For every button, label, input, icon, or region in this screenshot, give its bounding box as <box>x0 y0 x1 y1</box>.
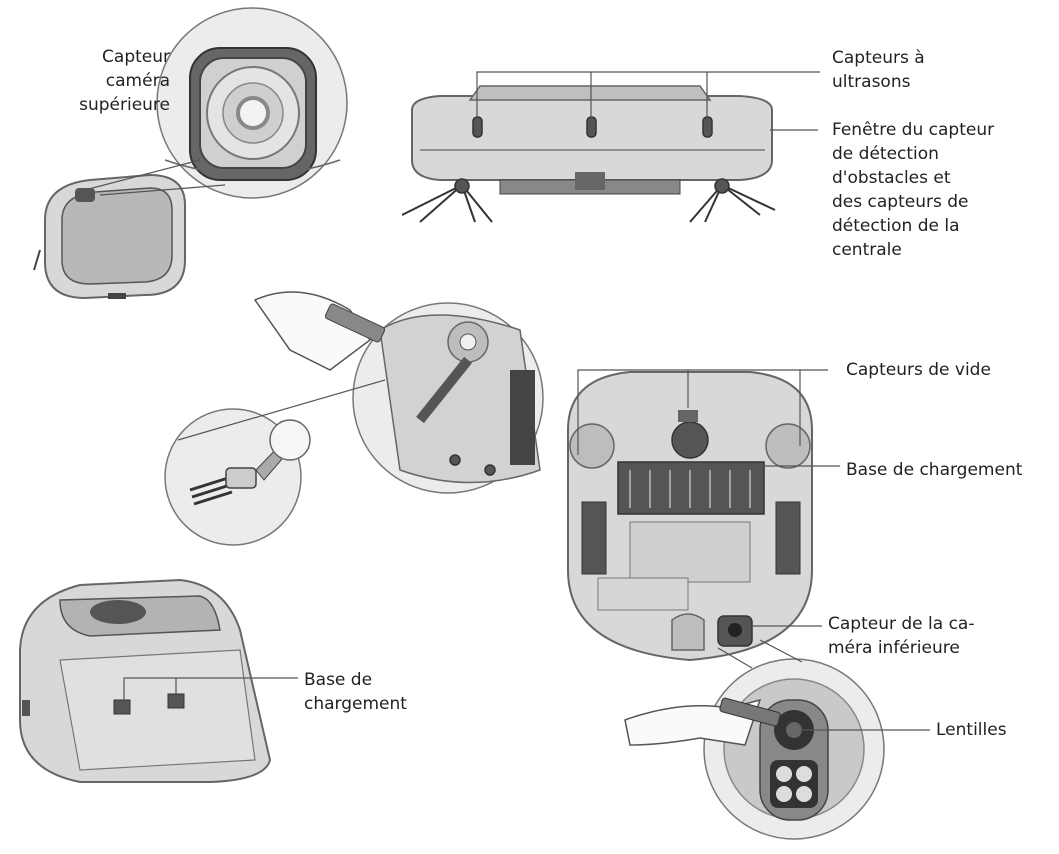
top-camera-label: Capteur caméra supérieure <box>79 47 170 115</box>
charging-contacts-robot-label: Base de chargement <box>846 460 1023 480</box>
obstacle-window-label: Fenêtre du capteur de détection d'obstac… <box>832 120 995 260</box>
cliff-sensors-label: Capteurs de vide <box>846 360 991 380</box>
charging-dock-illustration <box>19 578 272 783</box>
bottom-camera-label: Capteur de la ca- méra inférieure <box>828 614 975 658</box>
robot-top-view-illustration <box>33 173 186 300</box>
charging-base-label: Base de chargement <box>304 670 407 714</box>
ultrasonic-sensors-label: Capteurs à ultrasons <box>832 48 925 92</box>
robot-side-view-illustration <box>401 85 776 223</box>
cleaning-brush-detail-illustration <box>164 291 544 546</box>
robot-bottom-view-illustration <box>567 371 813 662</box>
top-camera-zoom <box>156 7 348 199</box>
lens-cleaning-detail-illustration <box>624 658 885 840</box>
lenses-label: Lentilles <box>936 720 1007 740</box>
